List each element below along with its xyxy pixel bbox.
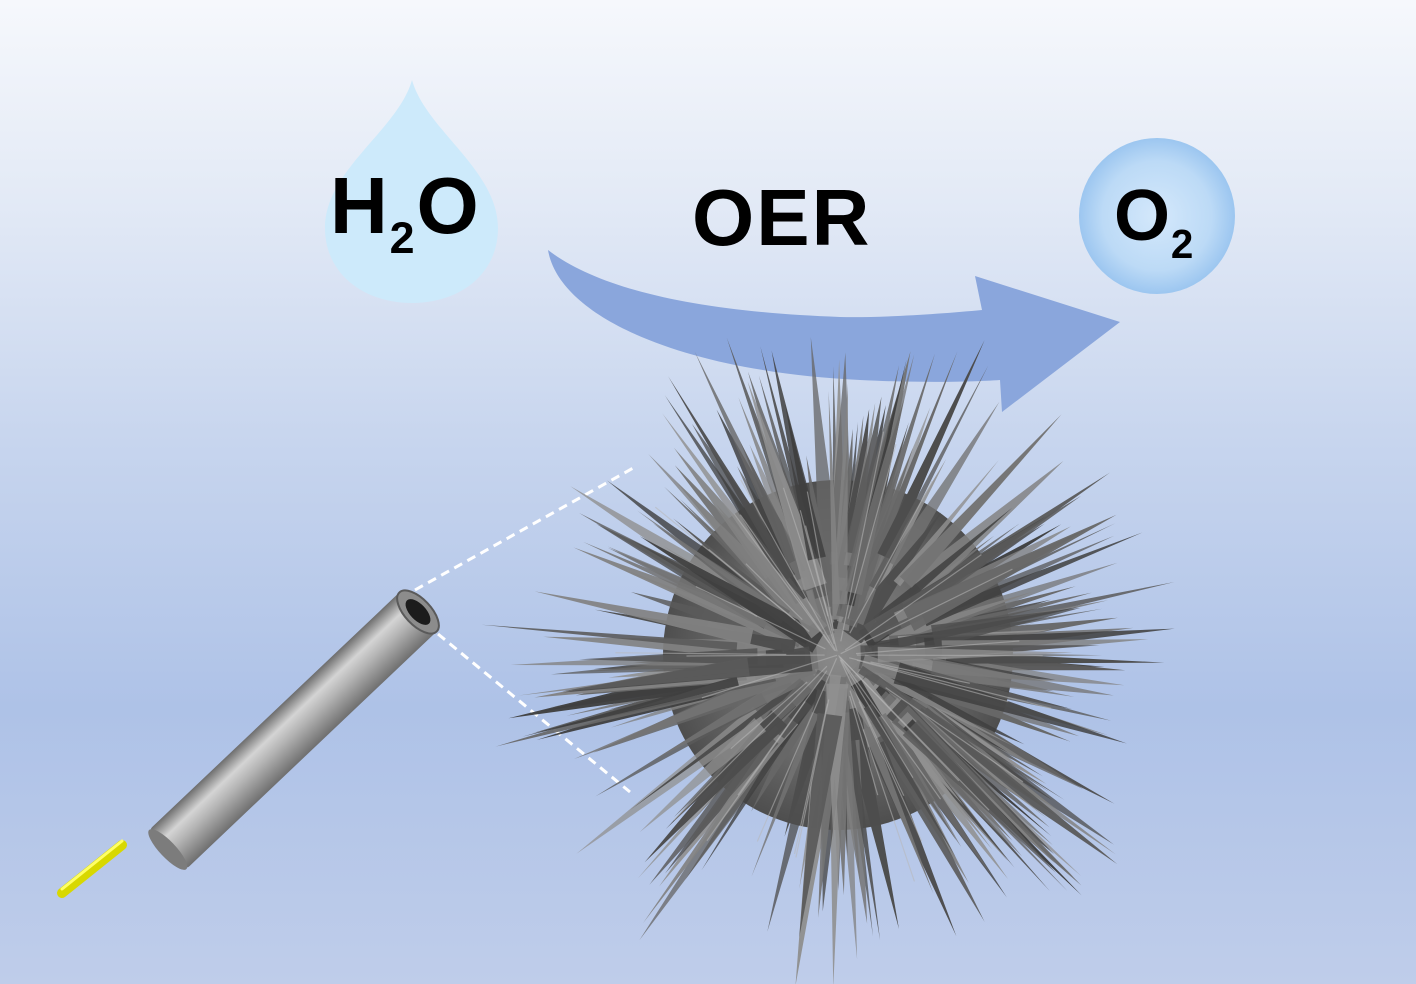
urchin-highlight (701, 654, 838, 699)
urchin-spike (648, 453, 817, 632)
urchin-spike (573, 547, 799, 648)
reaction-label: OER (692, 173, 872, 262)
urchin-highlight (849, 695, 879, 796)
urchin-spike (630, 678, 805, 811)
urchin-highlight (858, 701, 923, 842)
urchin-highlight (856, 659, 1009, 703)
urchin-highlight (745, 563, 803, 621)
urchin-highlight (840, 659, 914, 779)
urchin-spike (899, 414, 1062, 588)
reactant-label: H2O (330, 166, 480, 261)
urchin-spike (913, 707, 1118, 865)
urchin-spike (534, 591, 754, 646)
urchin-highlight (847, 444, 897, 619)
gas-bubble-icon (1079, 138, 1235, 294)
urchin-spike (862, 725, 934, 894)
urchin-spike (877, 340, 985, 560)
reactant-subscript: 2 (389, 213, 416, 264)
urchin-spike (649, 730, 779, 885)
urchin-spike (810, 336, 845, 592)
urchin-spike (562, 657, 750, 692)
reactant-symbol-tail: O (416, 161, 480, 250)
urchin-highlight (730, 681, 808, 750)
urchin-spike (832, 383, 848, 605)
urchin-highlight (849, 690, 915, 882)
urchin-spike (893, 662, 1127, 744)
urchin-highlight (686, 654, 825, 657)
urchin-spike (639, 738, 785, 941)
urchin-highlight (856, 654, 1043, 657)
urchin-spike (639, 718, 767, 833)
urchin-highlight (855, 640, 1020, 655)
urchin-highlight (840, 568, 1013, 655)
urchin-spike (481, 624, 738, 651)
urchin-highlight (844, 554, 982, 651)
urchin-highlight (885, 687, 1024, 783)
urchin-highlight (740, 479, 837, 652)
urchin-spike (873, 730, 985, 923)
product-label: O2 (1114, 180, 1194, 264)
urchin-spike (893, 460, 999, 587)
urchin-spike (877, 646, 1073, 663)
urchin-highlight (870, 661, 970, 684)
product-subscript: 2 (1170, 221, 1194, 268)
urchin-spike (836, 365, 900, 620)
urchin-spike (843, 396, 882, 556)
urchin-highlight (695, 585, 826, 650)
urchin-highlight (673, 665, 828, 821)
urchin-spike (902, 514, 1117, 632)
urchin-highlight (708, 548, 810, 632)
urchin-spike (716, 504, 828, 639)
urchin-spike (583, 541, 808, 647)
urchin-spike (639, 536, 824, 653)
curved-arrow-icon (548, 250, 1120, 412)
urchin-spike (921, 532, 1143, 627)
urchin-highlight (795, 699, 830, 858)
urchin-spike (862, 664, 1016, 748)
urchin-highlight (806, 491, 835, 631)
urchin-highlight (782, 487, 835, 644)
urchin-spike (930, 607, 1081, 648)
urchin-spike (751, 711, 820, 877)
urchin-highlight (615, 652, 787, 656)
urchin-spike (869, 364, 989, 590)
urchin-highlight (756, 657, 838, 842)
urchin-spike (854, 676, 965, 807)
water-drop-icon (325, 80, 498, 303)
urchin-spike (858, 665, 1065, 801)
urchin-spike (694, 351, 809, 582)
product-symbol: O (1114, 176, 1171, 256)
urchin-highlight (839, 657, 960, 782)
urchin-spike (644, 710, 788, 863)
urchin-spike (863, 703, 956, 857)
urchin-spike (858, 652, 1112, 721)
urchin-highlight (840, 431, 885, 642)
urchin-highlight (739, 514, 831, 644)
urchin-highlight (849, 657, 1052, 709)
urchin-highlight (737, 670, 828, 796)
urchin-nanostructure-icon (481, 336, 1175, 984)
urchin-highlight (793, 703, 828, 855)
reactant-symbol: H (330, 161, 389, 250)
urchin-spike (887, 401, 1000, 571)
urchin-spike (799, 712, 843, 937)
urchin-spike (771, 350, 826, 561)
urchin-spike (902, 719, 1056, 873)
urchin-spike (668, 376, 796, 580)
urchin-spike (522, 676, 739, 737)
urchin-highlight (838, 656, 942, 800)
urchin-highlight (804, 525, 838, 652)
yellow-wire-icon (57, 840, 127, 898)
urchin-highlight (839, 659, 905, 796)
urchin-spike (654, 662, 816, 760)
urchin-highlight (849, 480, 933, 634)
urchin-spike (872, 507, 1013, 627)
urchin-spike (579, 648, 758, 665)
urchin-spike (930, 657, 1114, 696)
urchin-highlight (733, 513, 836, 652)
electrode-tube-icon (57, 589, 440, 898)
dashed-zoom-lines-icon (414, 465, 636, 794)
